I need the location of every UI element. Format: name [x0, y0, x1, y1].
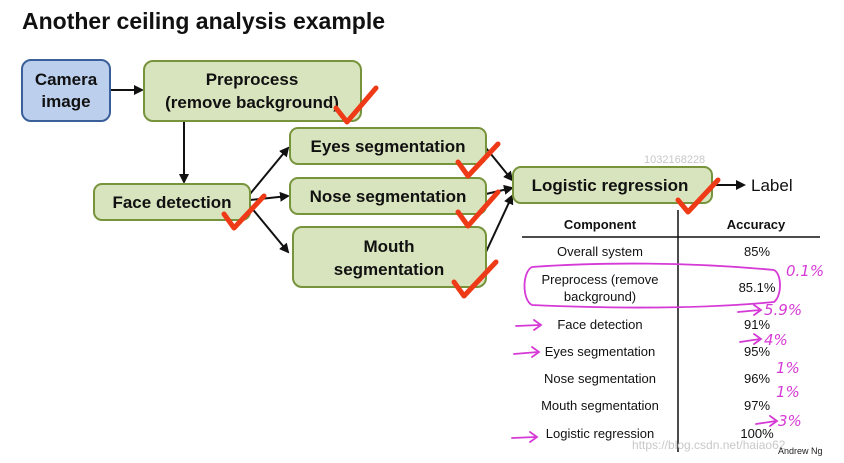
- table-row-component-line1: Preprocess (remove: [541, 272, 658, 287]
- arrow-mouth-logistic: [485, 194, 514, 253]
- face-detection-box: Face detection: [93, 183, 251, 221]
- credit-text: Andrew Ng: [778, 446, 823, 456]
- table-row-accuracy: 96%: [744, 371, 770, 386]
- pen-arrow-icon: [513, 346, 541, 358]
- table-row-accuracy: 91%: [744, 317, 770, 332]
- gain-logistic: 3%: [778, 412, 802, 430]
- table-row-accuracy: 85%: [744, 244, 770, 259]
- check-icon: [455, 141, 501, 179]
- eyes-segmentation-label: Eyes segmentation: [311, 137, 466, 156]
- nose-segmentation-box: Nose segmentation: [289, 177, 487, 215]
- eyes-segmentation-box: Eyes segmentation: [289, 127, 487, 165]
- gain-mouth: 1%: [776, 383, 800, 401]
- slide-title: Another ceiling analysis example: [22, 8, 386, 34]
- pen-arrow-icon: [737, 304, 763, 316]
- table-row-accuracy: 100%: [740, 426, 774, 441]
- check-icon: [675, 177, 721, 215]
- check-icon: [333, 85, 379, 125]
- pen-arrow-icon: [515, 319, 543, 331]
- table-row-component: Logistic regression: [546, 426, 654, 441]
- arrow-face-nose: [249, 191, 290, 202]
- table-row-component: Face detection: [557, 317, 642, 332]
- mouth-segmentation-line2: segmentation: [334, 260, 445, 279]
- highlight-ellipse: [523, 262, 781, 309]
- pipeline-arrows: [110, 85, 746, 254]
- preprocess-box: Preprocess (remove background): [143, 60, 362, 122]
- arrow-face-mouth: [249, 205, 290, 254]
- mouth-segmentation-box: Mouth segmentation: [292, 226, 487, 288]
- gain-eyes: 4%: [764, 331, 788, 349]
- table-row-component: Eyes segmentation: [545, 344, 656, 359]
- handwritten-annotations: 0.1% 5.9% 4% 1% 1% 3%: [511, 262, 824, 443]
- pen-arrow-icon: [739, 333, 763, 345]
- check-icon: [221, 193, 267, 231]
- preprocess-line1: Preprocess: [206, 70, 299, 89]
- gain-nose: 1%: [776, 359, 800, 377]
- camera-image-line2: image: [41, 92, 90, 111]
- table-row-accuracy: 97%: [744, 398, 770, 413]
- face-detection-label: Face detection: [112, 193, 231, 212]
- table-header-component: Component: [564, 217, 637, 232]
- preprocess-line2: (remove background): [165, 93, 339, 112]
- camera-image-line1: Camera: [35, 70, 98, 89]
- camera-image-box: Camera image: [21, 59, 111, 122]
- table-row-component: Nose segmentation: [544, 371, 656, 386]
- gain-preprocess: 0.1%: [786, 262, 824, 280]
- accuracy-table: Component Accuracy Overall system 85% Pr…: [522, 210, 820, 452]
- gain-face: 5.9%: [764, 301, 802, 319]
- table-row-component: Mouth segmentation: [541, 398, 659, 413]
- table-row-component: Overall system: [557, 244, 643, 259]
- arrow-face-eyes: [249, 146, 290, 195]
- table-row-accuracy: 95%: [744, 344, 770, 359]
- check-icon: [455, 189, 501, 229]
- watermark-id: 1032168228: [644, 154, 705, 166]
- watermark-url: https://blog.csdn.net/haiao62: [632, 438, 786, 452]
- logistic-regression-label: Logistic regression: [532, 176, 689, 195]
- logistic-regression-box: Logistic regression: [512, 166, 713, 204]
- output-label: Label: [751, 176, 793, 195]
- nose-segmentation-label: Nose segmentation: [310, 187, 467, 206]
- pen-arrow-icon: [755, 415, 779, 427]
- mouth-segmentation-line1: Mouth: [364, 237, 415, 256]
- check-marks: [221, 85, 721, 299]
- table-header-accuracy: Accuracy: [727, 217, 786, 232]
- pen-arrow-icon: [511, 431, 539, 443]
- table-row-component-line2: background): [564, 289, 636, 304]
- table-row-accuracy: 85.1%: [739, 280, 776, 295]
- check-icon: [451, 259, 499, 299]
